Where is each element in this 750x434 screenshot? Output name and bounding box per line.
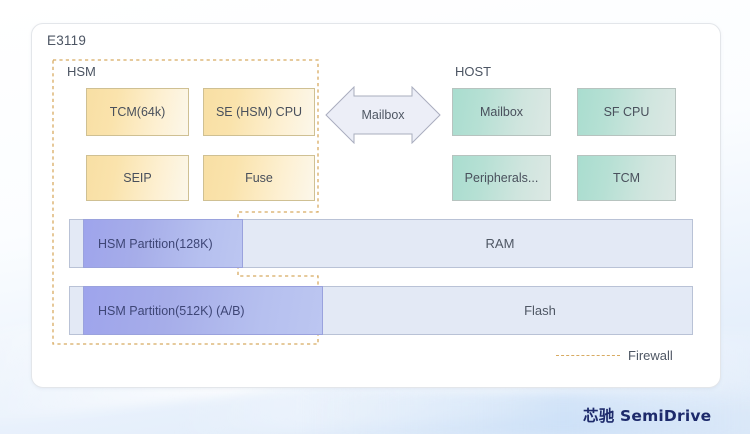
memory-bar-ram[interactable]: HSM Partition(128K) RAM <box>69 219 693 268</box>
host-block-mailbox[interactable]: Mailbox <box>452 88 551 136</box>
mailbox-interconnect-label: Mailbox <box>361 108 405 122</box>
hsm-block-seip[interactable]: SEIP <box>86 155 189 201</box>
hsm-block-se-cpu[interactable]: SE (HSM) CPU <box>203 88 315 136</box>
firewall-legend-label: Firewall <box>628 348 673 363</box>
mailbox-interconnect[interactable]: Mailbox <box>325 85 441 145</box>
memory-bar-ram-label: RAM <box>485 236 515 251</box>
dashed-line-icon <box>556 355 620 356</box>
host-domain-label-text: HOST <box>454 64 492 79</box>
chip-title: E3119 <box>47 33 87 48</box>
host-block-sf-cpu[interactable]: SF CPU <box>577 88 676 136</box>
double-arrow-icon <box>325 85 441 145</box>
hsm-partition-flash[interactable]: HSM Partition(512K) (A/B) <box>83 286 323 335</box>
firewall-legend: Firewall <box>556 348 673 363</box>
host-domain-label: HOST <box>0 64 750 79</box>
memory-bar-flash[interactable]: HSM Partition(512K) (A/B) Flash <box>69 286 693 335</box>
hsm-domain-label: HSM <box>67 64 96 79</box>
hsm-block-tcm[interactable]: TCM(64k) <box>86 88 189 136</box>
host-block-tcm[interactable]: TCM <box>577 155 676 201</box>
hsm-partition-ram[interactable]: HSM Partition(128K) <box>83 219 243 268</box>
host-block-peripherals[interactable]: Peripherals... <box>452 155 551 201</box>
hsm-block-fuse[interactable]: Fuse <box>203 155 315 201</box>
semidrive-logo: 芯驰 SemiDrive <box>583 407 712 425</box>
memory-bar-flash-label: Flash <box>524 303 556 318</box>
